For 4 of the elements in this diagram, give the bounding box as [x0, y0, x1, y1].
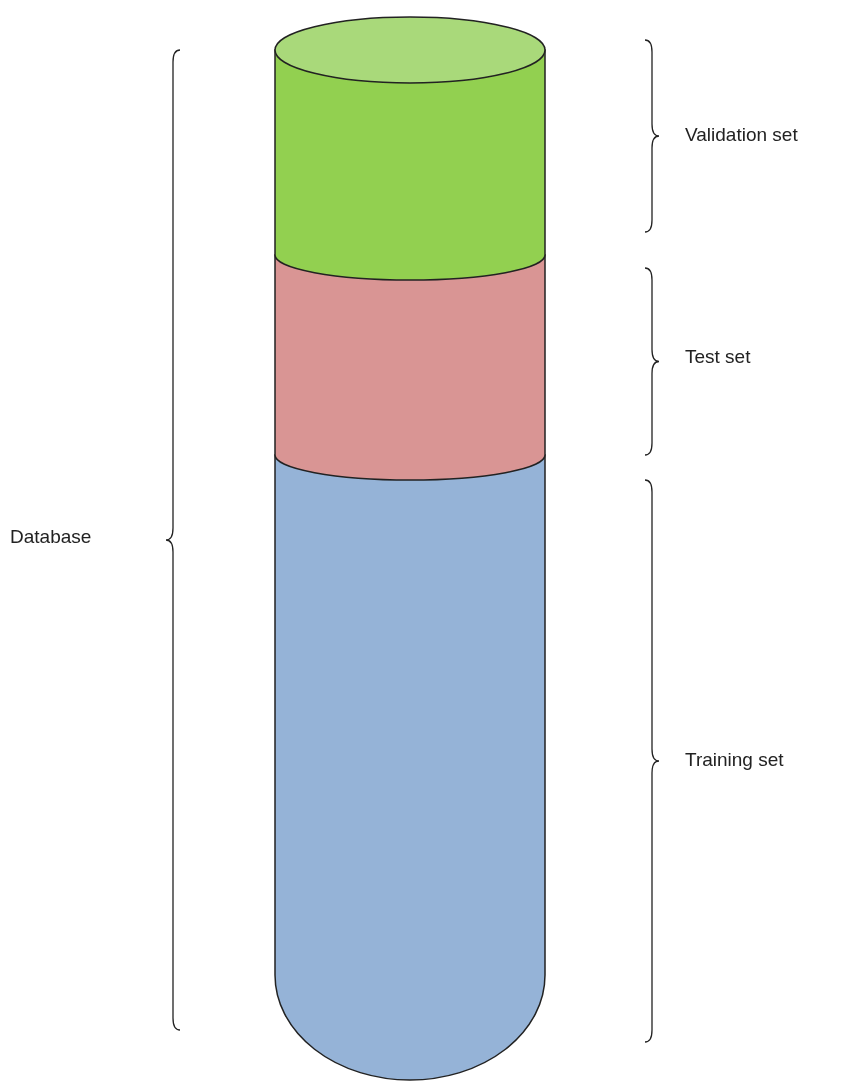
bracket-label: Validation set: [685, 124, 798, 146]
bracket-label: Training set: [685, 749, 784, 771]
bracket-label: Test set: [685, 346, 751, 368]
bracket-label: Database: [10, 526, 92, 548]
